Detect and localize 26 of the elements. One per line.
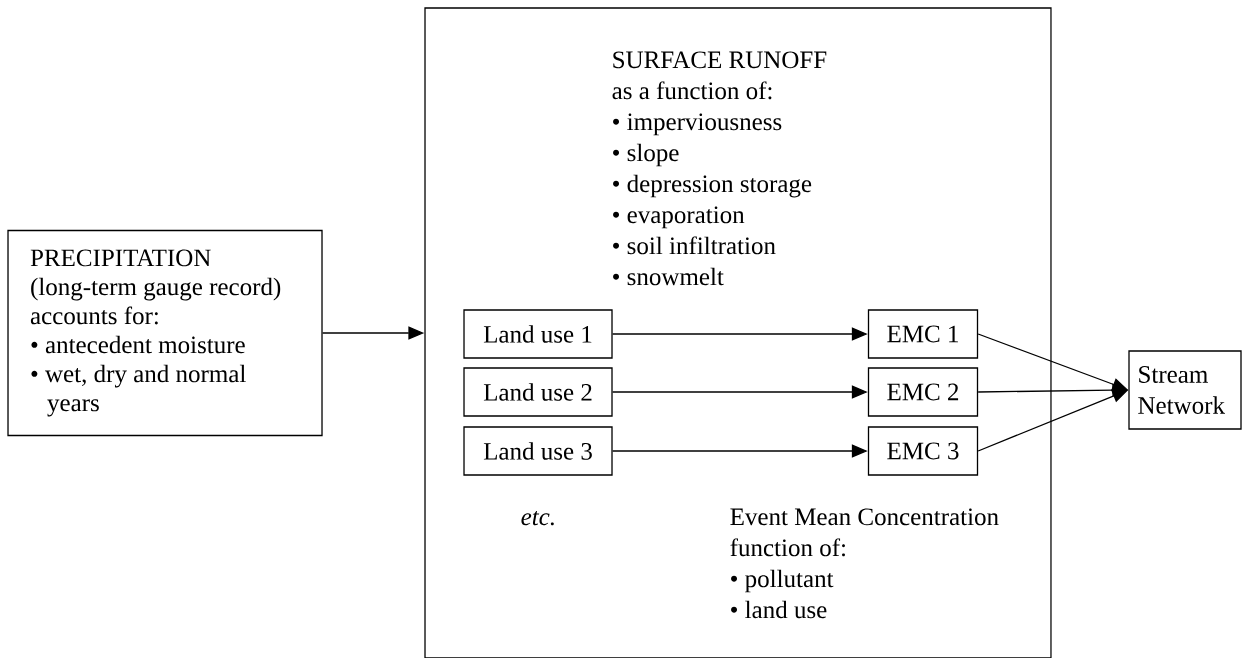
frame-text: • land use [731, 600, 827, 619]
frame-text: SURFACE RUNOFF [613, 51, 827, 69]
list-text: • wet, dry and normal years [31, 364, 246, 417]
frame-text: • soil infiltration [613, 236, 776, 255]
frame-text: • evaporation [613, 206, 745, 229]
process-box: EMC 2 [867, 367, 979, 417]
frame-text: • snowmelt [613, 267, 724, 286]
list-text: (long-term gauge record) [31, 277, 281, 301]
process-box: Land use 1 [463, 309, 613, 359]
frame-text: etc. [521, 510, 554, 526]
text-box [7, 229, 323, 437]
frame-text: as a function of: [612, 81, 772, 100]
process-box: Stream Network [1128, 350, 1242, 430]
process-box: EMC 1 [867, 309, 979, 359]
process-box: Land use 2 [463, 367, 613, 417]
list-text: accounts for: [30, 306, 158, 325]
frame-text: function of: [730, 538, 845, 557]
frame-text: • slope [613, 143, 679, 167]
frame-text: • imperviousness [613, 113, 782, 136]
process-box: Land use 3 [463, 426, 613, 476]
frame-text: • depression storage [613, 174, 812, 198]
frame-text: • pollutant [731, 569, 834, 593]
process-box: EMC 3 [867, 426, 979, 476]
list-text: PRECIPITATION [30, 249, 211, 267]
list-text: • antecedent moisture [31, 335, 245, 354]
frame-text: Event Mean Concentration [730, 508, 999, 526]
